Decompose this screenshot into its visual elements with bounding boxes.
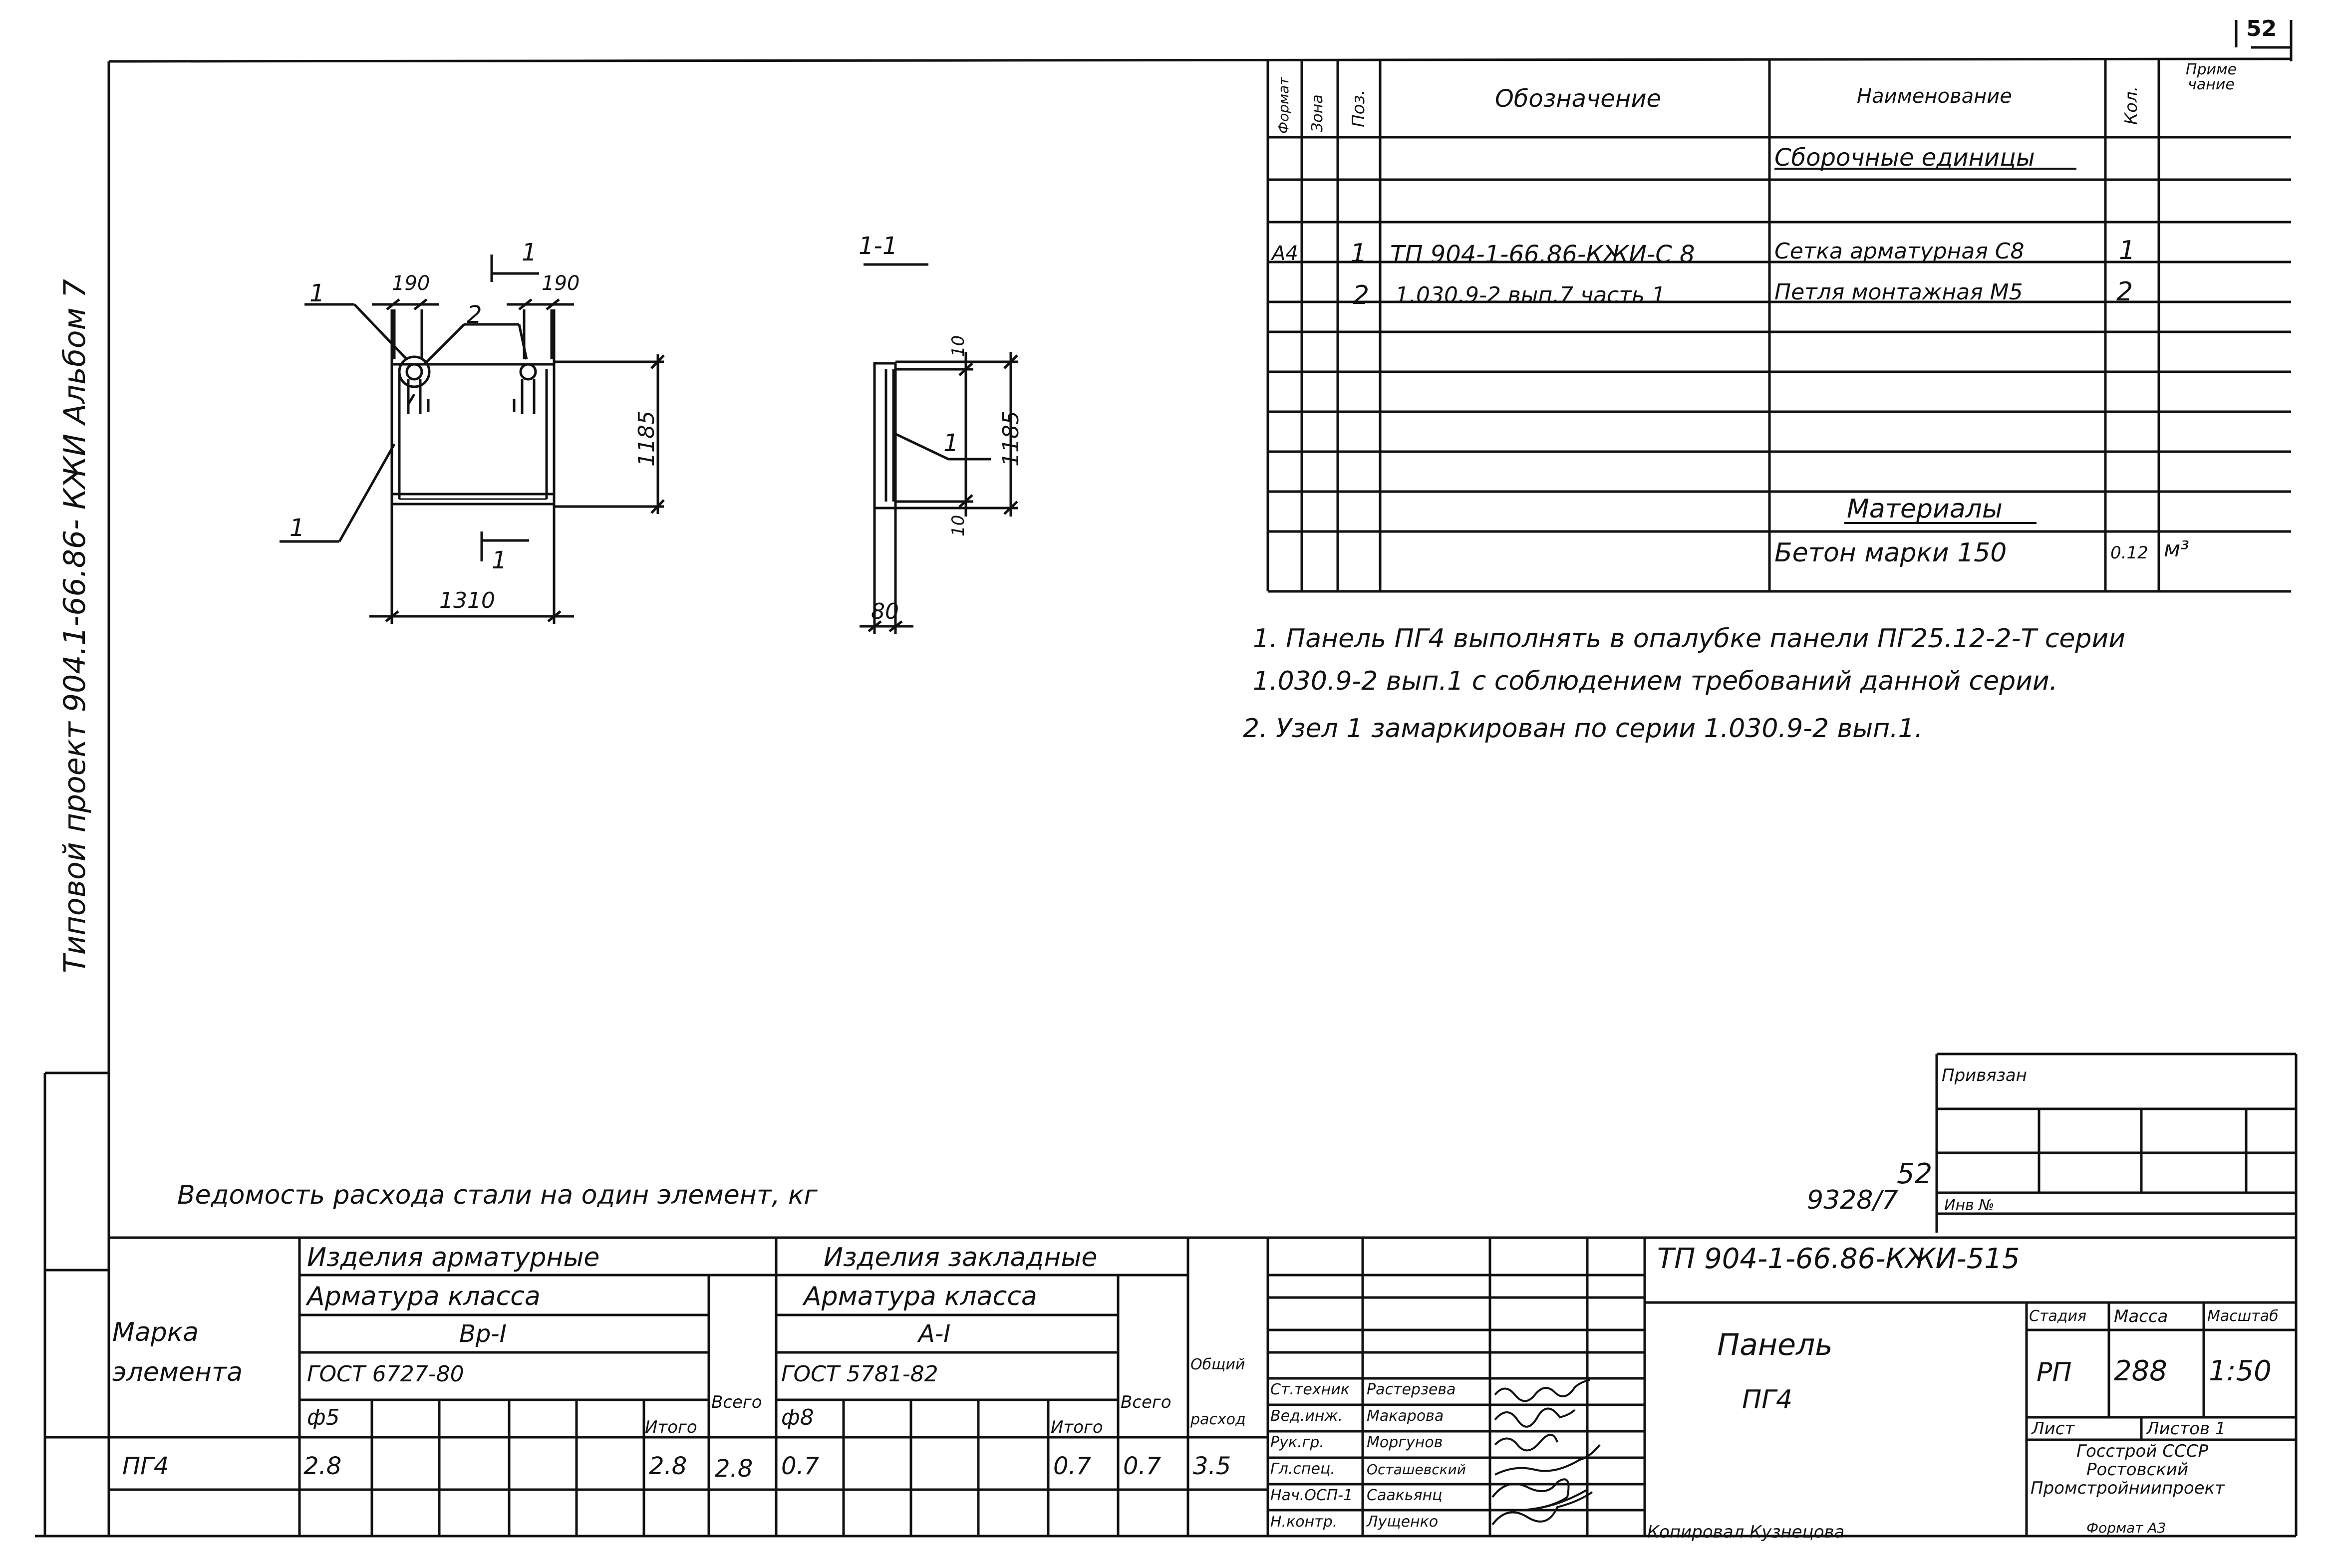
dim-top-left: 190 (392, 272, 430, 295)
callout-1-top: 1 (309, 279, 325, 307)
steel-group-embedded: Изделия закладные (824, 1243, 1098, 1273)
steel-row-e-itogo: 0.7 (1053, 1452, 1092, 1480)
sign-name-6: Лущенко (1367, 1513, 1439, 1531)
cut-mark-top: 1 (522, 239, 537, 266)
spec-header-qty: Кол. (2121, 86, 2141, 125)
title-format: Формат А3 (2086, 1520, 2166, 1536)
inv-number: 9328/7 (1807, 1185, 1898, 1215)
inv-number-sup: 52 (1897, 1158, 1933, 1190)
sign-name-1: Растерзева (1367, 1381, 1456, 1398)
cut-mark-bottom: 1 (492, 546, 507, 574)
dim-height: 1185 (634, 411, 659, 467)
steel-armature-gost: ГОСТ 6727-80 (307, 1361, 464, 1387)
sign-name-5: Саакьянц (1367, 1487, 1443, 1504)
spec-row1-format: А4 (1272, 242, 1298, 265)
steel-row-mark: ПГ4 (122, 1452, 169, 1480)
spec-row2-pos: 2 (1353, 280, 1370, 310)
sign-role-1: Ст.техник (1270, 1381, 1350, 1398)
spec-material-qty: 0.12 (2110, 543, 2148, 563)
section-callout-1: 1 (943, 429, 959, 457)
note-1: 1. Панель ПГ4 выполнять в опалубке панел… (1253, 624, 2125, 654)
steel-embedded-itogo: Итого (1051, 1417, 1103, 1437)
steel-title: Ведомость расхода стали на один элемент,… (177, 1180, 818, 1210)
sign-name-2: Макарова (1367, 1407, 1444, 1425)
steel-row-a5: 2.8 (303, 1452, 342, 1480)
spec-header-name: Наименование (1857, 85, 2012, 108)
spec-row1-name: Сетка арматурная С8 (1774, 239, 2025, 264)
spec-row1-pos: 1 (1350, 239, 1367, 268)
dim-section-width: 80 (871, 599, 899, 624)
steel-embedded-vsego: Всего (1121, 1392, 1171, 1412)
steel-armature-diam: ф5 (307, 1405, 340, 1430)
title-org-1: Госстрой СССР (2076, 1441, 2208, 1461)
spec-header-note: Приме чание (2185, 61, 2237, 93)
note-3: 2. Узел 1 замаркирован по серии 1.030.9-… (1243, 714, 1923, 744)
steel-armature-vsego: Всего (711, 1392, 762, 1412)
steel-row-a-vsego: 2.8 (715, 1455, 753, 1483)
sign-role-3: Рук.гр. (1270, 1434, 1324, 1451)
steel-row-a-itogo: 2.8 (649, 1452, 687, 1480)
spec-header-format: Формат (1275, 77, 1292, 134)
steel-row-total: 3.5 (1193, 1452, 1231, 1480)
title-org-2: Ростовский (2086, 1460, 2189, 1480)
spec-row2-qty: 2 (2116, 277, 2133, 307)
steel-total-label: Общий расход (1190, 1356, 1246, 1428)
note-2: 1.030.9-2 вып.1 с соблюдением требований… (1253, 666, 2058, 696)
spec-row2-name: Петля монтажная М5 (1774, 279, 2023, 305)
sign-role-5: Нач.ОСП-1 (1270, 1487, 1353, 1504)
sign-role-6: Н.контр. (1270, 1513, 1338, 1531)
callout-2: 2 (467, 301, 482, 329)
spec-section-materials: Материалы (1847, 494, 2003, 524)
steel-embedded-gost: ГОСТ 5781-82 (781, 1361, 938, 1387)
section-view-title: 1-1 (859, 232, 898, 260)
sign-role-4: Гл.спец. (1270, 1460, 1335, 1478)
steel-embedded-diam: ф8 (781, 1405, 814, 1430)
steel-embedded-class: А-I (918, 1320, 951, 1348)
dim-top-right: 190 (542, 272, 580, 295)
title-masshtab-label: Масштаб (2207, 1307, 2279, 1325)
sign-name-4: Осташевский (1367, 1461, 1466, 1478)
dim-section-bottom: 10 (948, 515, 968, 536)
dim-width: 1310 (439, 588, 495, 613)
title-masshtab: 1:50 (2209, 1355, 2272, 1387)
steel-embedded-class-label: Арматура класса (804, 1282, 1037, 1311)
spec-row2-designation: 1.030.9-2 вып.7 часть 1 (1395, 282, 1666, 308)
title-org-3: Промстройниипроект (2031, 1478, 2225, 1498)
spec-header-designation: Обозначение (1495, 85, 1662, 113)
steel-row-e8: 0.7 (781, 1452, 820, 1480)
title-massa: 288 (2114, 1355, 2167, 1387)
steel-col-mark: Марка элемента (112, 1317, 243, 1387)
title-stadia-label: Стадия (2029, 1307, 2087, 1325)
side-title: Типовой проект 904.1-66.86- КЖИ Альбом 7 (57, 279, 92, 973)
steel-armature-itogo: Итого (645, 1417, 697, 1437)
steel-armature-class: Вр-I (459, 1320, 507, 1348)
title-copied: Копировал Кузнецова (1647, 1522, 1845, 1542)
spec-row1-designation: ТП 904-1-66.86-КЖИ-С 8 (1390, 241, 1695, 268)
steel-group-armature: Изделия арматурные (307, 1243, 600, 1273)
title-name-1: Панель (1717, 1327, 1833, 1362)
spec-header-pos: Поз. (1349, 89, 1369, 127)
dim-section-height: 1185 (998, 411, 1024, 467)
title-list-label: Лист (2032, 1419, 2075, 1439)
spec-row1-qty: 1 (2119, 236, 2136, 265)
title-name-2: ПГ4 (1742, 1385, 1793, 1415)
spec-material-name: Бетон марки 150 (1774, 538, 2007, 568)
spec-section-assembly: Сборочные единицы (1774, 144, 2035, 172)
title-stadia: РП (2037, 1357, 2072, 1387)
privyazan-label: Привязан (1942, 1065, 2027, 1085)
steel-armature-class-label: Арматура класса (307, 1282, 541, 1311)
inv-label: Инв № (1944, 1197, 1995, 1214)
spec-header-zone: Зона (1309, 94, 1326, 132)
steel-row-e-vsego: 0.7 (1123, 1452, 1162, 1480)
sign-name-3: Моргунов (1367, 1434, 1443, 1451)
page-number: 52 (2246, 16, 2277, 41)
spec-material-unit: м³ (2164, 536, 2189, 562)
title-massa-label: Масса (2114, 1307, 2168, 1326)
sign-role-2: Вед.инж. (1270, 1407, 1343, 1425)
callout-1-bottom: 1 (290, 514, 305, 542)
title-code: ТП 904-1-66.86-КЖИ-515 (1657, 1243, 2020, 1275)
dim-section-top: 10 (948, 335, 968, 357)
title-listov-label: Листов 1 (2146, 1419, 2226, 1439)
